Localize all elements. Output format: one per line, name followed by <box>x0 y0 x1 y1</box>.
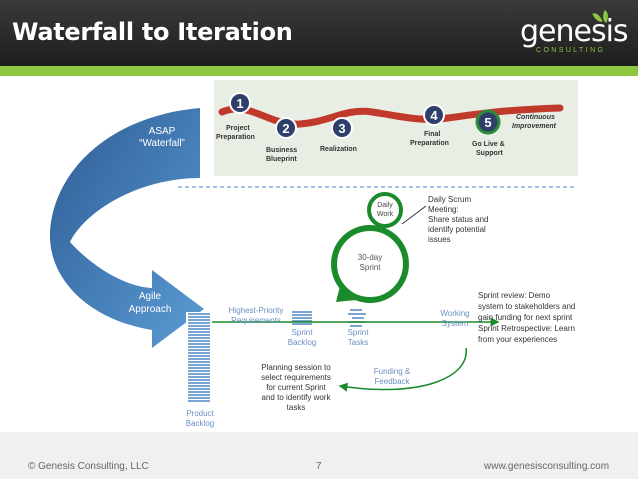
footer-page-number: 7 <box>316 461 322 472</box>
svg-text:and to identify work: and to identify work <box>262 393 332 402</box>
slide-footer <box>0 432 638 479</box>
svg-text:Blueprint: Blueprint <box>266 156 297 163</box>
logo-subtitle: CONSULTING <box>536 47 606 54</box>
svg-text:Daily Scrum: Daily Scrum <box>428 195 471 204</box>
funding-line2: Feedback <box>374 377 410 386</box>
roadmap-step-1: 1 Project Preparation <box>216 92 255 141</box>
slide-header <box>0 0 638 66</box>
daily-scrum-note: Daily Scrum Meeting: Share status and id… <box>428 195 488 244</box>
daily-meeting-pointer <box>401 205 427 225</box>
sprint-backlog-line1: Sprint <box>292 328 314 337</box>
daily-work-line2: Work <box>377 211 394 218</box>
sprint-tasks-line2: Tasks <box>348 338 368 347</box>
svg-text:2: 2 <box>282 121 289 136</box>
svg-text:system to stakeholders and: system to stakeholders and <box>478 302 575 311</box>
svg-text:4: 4 <box>430 108 438 123</box>
svg-text:issues: issues <box>428 235 451 244</box>
svg-text:Preparation: Preparation <box>410 140 449 147</box>
svg-text:tasks: tasks <box>287 403 306 412</box>
svg-text:Planning session to: Planning session to <box>261 363 331 372</box>
waterfall-arrow <box>49 108 204 348</box>
svg-text:Sprint review: Demo: Sprint review: Demo <box>478 291 551 300</box>
genesis-logo: genesis CONSULTING <box>514 10 629 60</box>
roadmap-step-2: 2 Business Blueprint <box>266 117 297 163</box>
svg-text:Share status and: Share status and <box>428 215 488 224</box>
svg-text:Meeting:: Meeting: <box>428 205 459 214</box>
continuous-line2: Improvement <box>512 123 557 130</box>
roadmap-step-3: 3 Realization <box>320 117 357 153</box>
svg-text:identify potential: identify potential <box>428 225 486 234</box>
sprint-review-note: Sprint review: Demo system to stakeholde… <box>478 291 575 344</box>
highest-priority-line1: Highest-Priority <box>229 306 284 315</box>
continuous-line1: Continuous <box>516 114 555 121</box>
footer-url[interactable]: www.genesisconsulting.com <box>484 461 610 472</box>
footer-copyright: © Genesis Consulting, LLC <box>28 461 149 472</box>
svg-text:5: 5 <box>484 115 491 130</box>
agile-label-line1: Agile <box>139 291 162 302</box>
highest-priority-line2: Requirements <box>231 316 281 325</box>
slide-title: Waterfall to Iteration <box>12 18 293 46</box>
accent-bar <box>0 66 638 76</box>
svg-text:select requirements: select requirements <box>261 373 331 382</box>
sprint-backlog-stack <box>292 311 312 325</box>
sprint-cycle-arrowhead <box>336 286 356 302</box>
svg-text:Business: Business <box>266 147 297 154</box>
svg-text:Go Live &: Go Live & <box>472 141 505 148</box>
funding-line1: Funding & <box>374 367 411 376</box>
svg-text:gain funding for next sprint: gain funding for next sprint <box>478 313 573 322</box>
svg-text:1: 1 <box>236 96 243 111</box>
svg-text:Realization: Realization <box>320 146 357 153</box>
svg-text:Final: Final <box>424 131 440 138</box>
planning-note: Planning session to select requirements … <box>261 363 331 412</box>
svg-text:3: 3 <box>338 121 345 136</box>
product-backlog-line1: Product <box>186 409 214 418</box>
working-system-line1: Working <box>440 309 469 318</box>
svg-text:Project: Project <box>226 125 250 132</box>
sprint-cycle <box>331 225 409 303</box>
waterfall-label-line2: “Waterfall” <box>139 138 185 149</box>
svg-text:for current Sprint: for current Sprint <box>266 383 326 392</box>
agile-label-line2: Approach <box>129 304 172 315</box>
sprint-label-line1: 30-day <box>358 253 382 262</box>
sprint-tasks-icon <box>348 309 366 327</box>
daily-work-cycle <box>367 192 403 228</box>
feedback-arrow <box>338 347 467 392</box>
product-backlog-stack <box>186 312 212 404</box>
roadmap-step-5: 5 Go Live & Support <box>472 109 505 157</box>
sprint-tasks-line1: Sprint <box>348 328 370 337</box>
roadmap-background <box>214 80 578 176</box>
svg-text:Preparation: Preparation <box>216 134 255 141</box>
svg-text:Sprint Retrospective: Learn: Sprint Retrospective: Learn <box>478 324 575 333</box>
sprint-label-line2: Sprint <box>360 263 382 272</box>
waterfall-label-line1: ASAP <box>149 126 176 137</box>
working-system-line2: System <box>442 319 469 328</box>
sprint-backlog-line2: Backlog <box>288 338 316 347</box>
svg-text:from your experiences: from your experiences <box>478 335 557 344</box>
product-backlog-line2: Backlog <box>186 419 214 428</box>
daily-work-line1: Daily <box>377 202 393 209</box>
logo-word: genesis <box>520 14 629 49</box>
roadmap-step-4: 4 Final Preparation <box>410 104 449 147</box>
svg-text:Support: Support <box>476 150 503 157</box>
